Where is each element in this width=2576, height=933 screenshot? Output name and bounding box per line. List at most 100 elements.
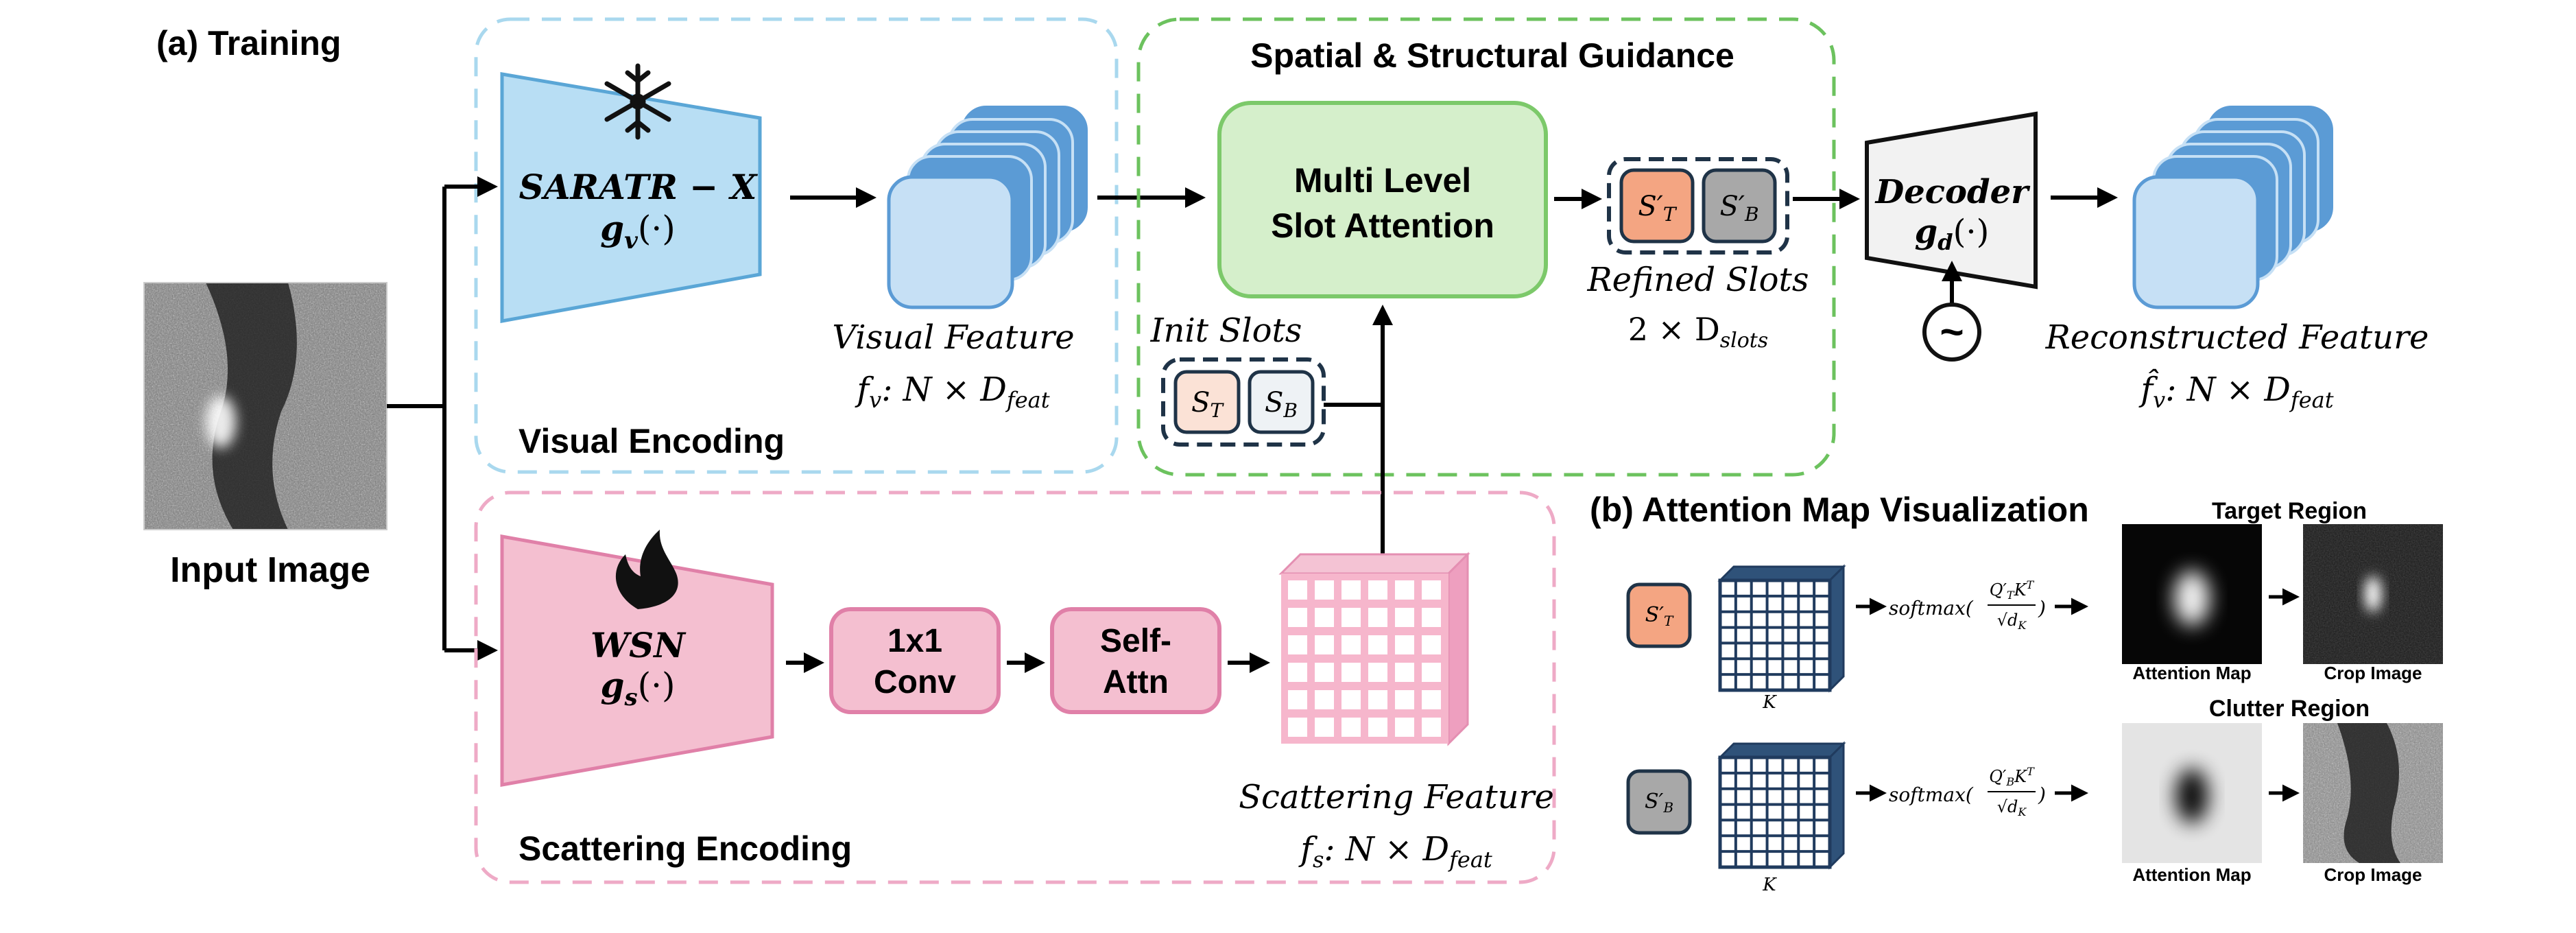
grid-cell xyxy=(1422,690,1441,709)
input-branch-connector xyxy=(387,187,446,650)
svg-text:S′B: S′B xyxy=(1645,790,1673,816)
grid-cell xyxy=(1368,718,1387,737)
grid-cell xyxy=(1315,718,1334,737)
conv-line2: Conv xyxy=(874,664,956,700)
grid-cell xyxy=(1395,580,1414,600)
grid-cell xyxy=(1315,580,1334,600)
grid-cell xyxy=(1422,580,1441,600)
softmax-formula-target: softmax( Q′TKT √dK ) xyxy=(1889,578,2046,632)
input-image-label: Input Image xyxy=(170,550,370,590)
svg-text:ST: ST xyxy=(1191,387,1224,422)
scattering-feature-dim: fs: N × Dfeat xyxy=(1298,830,1492,873)
attn-slot-background: S′B xyxy=(1626,769,1692,835)
grid-cell xyxy=(1341,718,1361,737)
grid-cell xyxy=(1395,690,1414,709)
scattering-encoding-box xyxy=(474,491,1556,884)
softmax-formula-background: softmax( Q′BKT √dK ) xyxy=(1889,765,2046,818)
self-attn-line2: Attn xyxy=(1103,664,1169,700)
grid-cell xyxy=(1368,635,1387,654)
grid-cell xyxy=(1288,608,1307,627)
svg-text:softmax(: softmax( xyxy=(1889,597,1974,619)
grid-cell xyxy=(1368,663,1387,682)
noise-symbol: ~ xyxy=(1940,309,1964,355)
refined-slots-label: Refined Slots xyxy=(1587,261,1809,299)
key-grid-target xyxy=(1717,564,1846,693)
crop-image-background xyxy=(2303,723,2443,863)
grid-cell xyxy=(1422,635,1441,654)
reconstructed-feature-title: Reconstructed Feature xyxy=(2045,318,2429,357)
svg-text:Q′TKT: Q′TKT xyxy=(1990,578,2035,602)
scattering-feature-grid xyxy=(1278,552,1470,746)
grid-cell xyxy=(1395,635,1414,654)
grid-cell xyxy=(1315,663,1334,682)
guidance-label: Spatial & Structural Guidance xyxy=(1250,36,1734,75)
grid-cell xyxy=(1395,608,1414,627)
refined-slot-target: S′T xyxy=(1619,168,1695,244)
attention-map-label-target: Attention Map xyxy=(2132,663,2251,683)
visual-feature-dim: fv: N × Dfeat xyxy=(855,370,1049,413)
decoder-name: Decoder xyxy=(1874,173,2031,211)
visual-encoder-fn: gv(·) xyxy=(600,208,676,255)
conv-block xyxy=(829,607,1001,714)
visual-feature-title: Visual Feature xyxy=(832,318,1074,357)
input-image xyxy=(143,282,387,530)
svg-text:SB: SB xyxy=(1265,387,1298,422)
attention-vis-title: (b) Attention Map Visualization xyxy=(1590,491,2089,529)
refined-slot-background: S′B xyxy=(1702,168,1777,244)
grid-cell xyxy=(1341,690,1361,709)
fire-icon xyxy=(615,530,678,609)
svg-text:): ) xyxy=(2038,783,2046,806)
svg-text:√dK: √dK xyxy=(1997,797,2027,818)
reconstructed-feature-dim: f̂v: N × Dfeat xyxy=(2138,368,2333,413)
grid-cell xyxy=(1341,663,1361,682)
grid-cell xyxy=(1341,580,1361,600)
grid-cell xyxy=(1422,663,1441,682)
decoder-block xyxy=(1865,111,2038,290)
grid-cell xyxy=(1395,663,1414,682)
grid-cell xyxy=(1288,580,1307,600)
crop-image-target xyxy=(2303,524,2443,664)
crop-image-label-target: Crop Image xyxy=(2324,663,2422,683)
grid-cell xyxy=(1395,718,1414,737)
init-slot-background: SB xyxy=(1248,370,1315,434)
visual-encoding-label: Visual Encoding xyxy=(518,422,785,460)
grid-cell xyxy=(1288,663,1307,682)
grid-cell xyxy=(1341,635,1361,654)
refined-slots-dim: 2 × Dslots xyxy=(1628,311,1768,353)
target-region-label: Target Region xyxy=(2212,498,2367,524)
self-attn-line1: Self- xyxy=(1100,623,1171,659)
attn-slot-target: S′T xyxy=(1626,582,1692,648)
visual-encoder-block xyxy=(500,72,762,323)
decoder-fn: gd(·) xyxy=(1915,213,1990,255)
grid-cell xyxy=(1422,608,1441,627)
scattering-encoding-label: Scattering Encoding xyxy=(518,829,852,868)
key-label-background: K xyxy=(1762,875,1777,895)
grid-cell xyxy=(1288,635,1307,654)
key-grid-background xyxy=(1717,741,1846,870)
scattering-encoder-fn: gs(·) xyxy=(600,665,675,711)
svg-text:): ) xyxy=(2038,597,2046,619)
reconstructed-feature-stack xyxy=(2132,106,2333,309)
refined-slots-group xyxy=(1607,157,1789,255)
scattering-encoder-name: WSN xyxy=(591,625,687,665)
grid-cell xyxy=(1315,608,1334,627)
slot-attention-line1: Multi Level xyxy=(1294,161,1471,200)
scattering-feature-title: Scattering Feature xyxy=(1239,778,1554,816)
clutter-region-label: Clutter Region xyxy=(2209,696,2370,722)
svg-text:S′T: S′T xyxy=(1645,603,1674,629)
attention-map-background xyxy=(2122,723,2262,863)
init-slot-target: ST xyxy=(1173,370,1241,434)
scattering-encoder-block xyxy=(500,534,774,787)
init-slots-group xyxy=(1161,357,1326,447)
grid-cell xyxy=(1288,718,1307,737)
grid-cell xyxy=(1341,608,1361,627)
grid-cell xyxy=(1422,718,1441,737)
key-label-target: K xyxy=(1762,692,1777,713)
attention-map-target xyxy=(2122,524,2262,664)
slot-attention-block xyxy=(1217,101,1548,298)
init-slots-label: Init Slots xyxy=(1150,311,1302,350)
svg-text:softmax(: softmax( xyxy=(1889,783,1974,806)
crop-image-label-background: Crop Image xyxy=(2324,864,2422,885)
